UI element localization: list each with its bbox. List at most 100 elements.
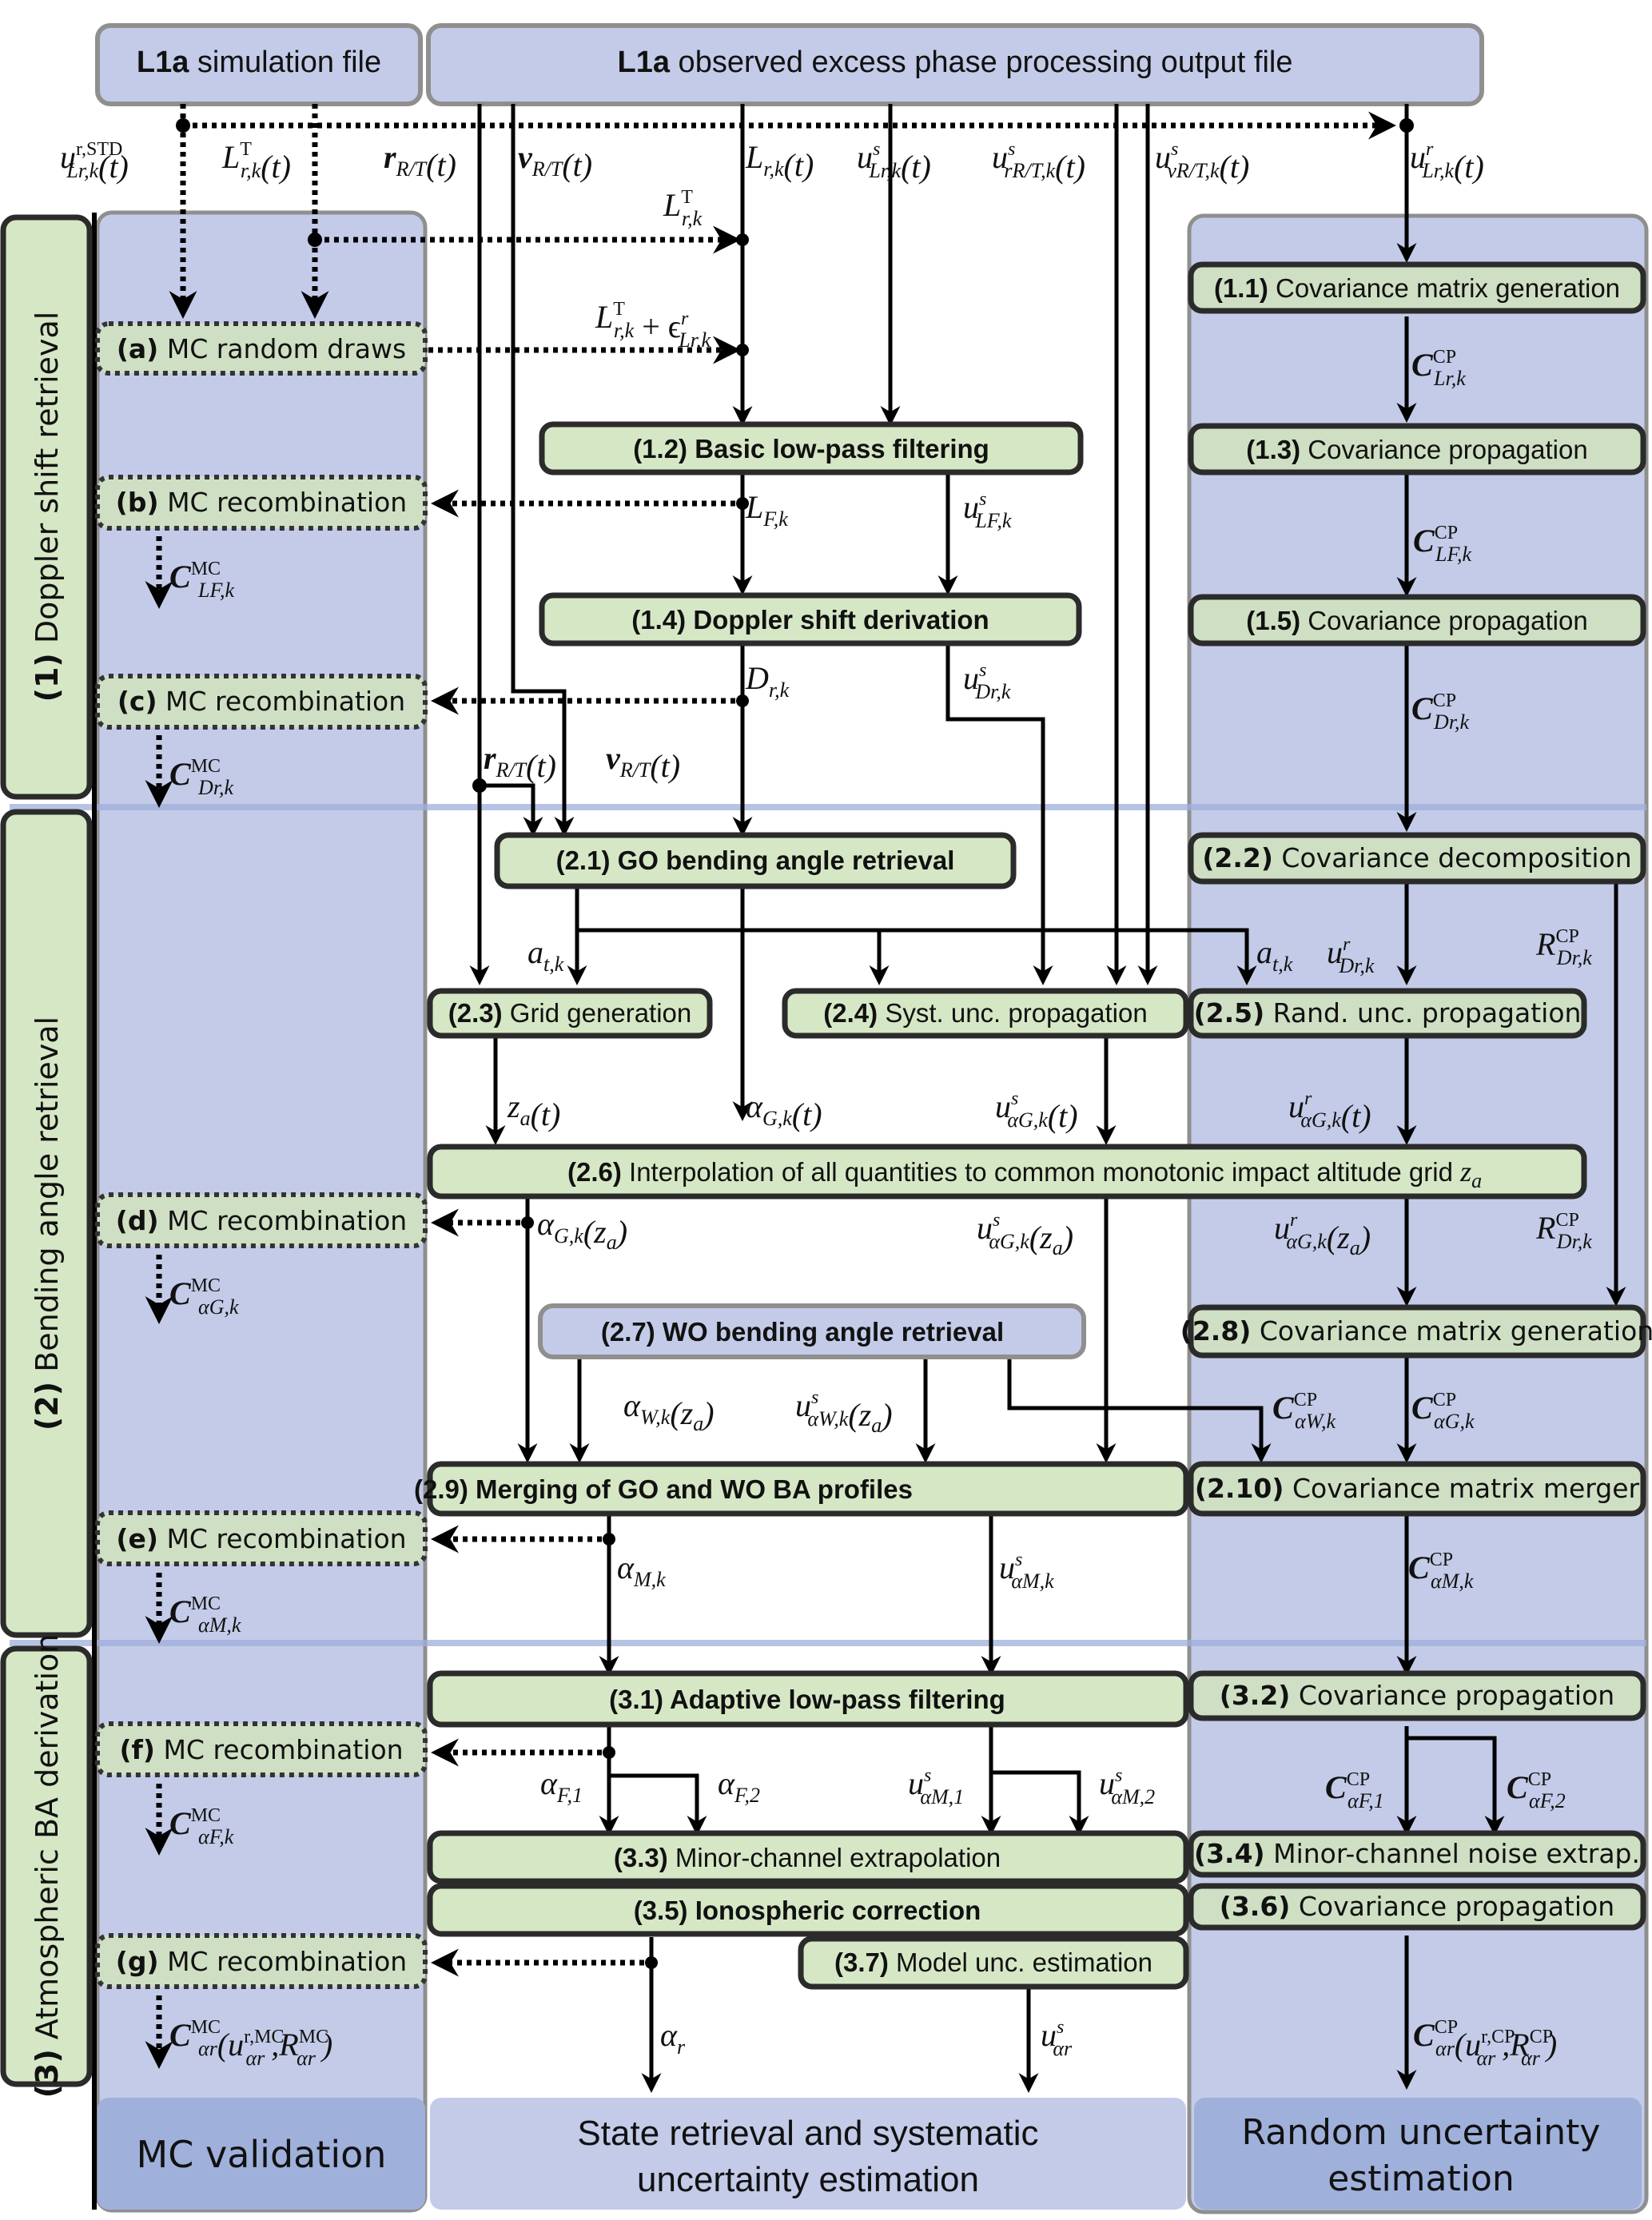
svg-text:(3.7) Model unc. estimation: (3.7) Model unc. estimation (834, 1947, 1152, 1977)
box-1-4-doppler-shift-derivation[interactable]: (1.4) Doppler shift derivation (539, 592, 1082, 647)
wires (145, 104, 1626, 2093)
svg-text:(3.5) Ionospheric correction: (3.5) Ionospheric correction (634, 1896, 981, 1925)
svg-text:(2.5) Rand. unc. propagation: (2.5) Rand. unc. propagation (1194, 997, 1582, 1028)
box-3-7-model-unc-estimation[interactable]: (3.7) Model unc. estimation (798, 1936, 1189, 1990)
svg-text:(1.1) Covariance matrix genera: (1.1) Covariance matrix generation (1214, 273, 1620, 303)
box-2-9-merging-go-wo-ba-profiles[interactable]: (2.9) Merging of GO and WO BA profiles (414, 1461, 1189, 1517)
svg-text:(a) MC random draws: (a) MC random draws (117, 333, 406, 364)
l1a-observed-output-file[interactable]: L1a observed excess phase processing out… (426, 23, 1484, 106)
signal-label-signals-alphag-t: αG,k(t) (746, 1088, 822, 1132)
svg-text:(1.5) Covariance propagation: (1.5) Covariance propagation (1246, 606, 1587, 635)
signal-label-signals-lf-k: LF,k (745, 489, 788, 531)
signal-label-signals-atk-right: at,k (1256, 934, 1293, 976)
signal-label-signals-vrt: vR/T(t) (606, 740, 680, 784)
svg-text:(d) MC recombination: (d) MC recombination (116, 1205, 407, 1236)
svg-text:(2.9) Merging of GO and WO BA: (2.9) Merging of GO and WO BA profiles (414, 1474, 913, 1504)
svg-text:(1) Doppler shift retrieval: (1) Doppler shift retrieval (30, 312, 65, 702)
signal-label-input-signals-4: Lr,k(t) (745, 139, 814, 183)
random-lane-title-line2: estimation (1328, 2158, 1515, 2199)
svg-text:(1.2) Basic low-pass filtering: (1.2) Basic low-pass filtering (633, 434, 989, 463)
svg-text:(2.3) Grid generation: (2.3) Grid generation (448, 998, 692, 1028)
stage-2-bending-angle-retrieval: (2) Bending angle retrieval (0, 809, 93, 1638)
mc-lane-title: MC validation (137, 2133, 387, 2176)
box-1-3-covariance-propagation[interactable]: (1.3) Covariance propagation (1188, 423, 1646, 475)
box-3-1-adaptive-low-pass-filtering[interactable]: (3.1) Adaptive low-pass filtering (427, 1670, 1189, 1728)
svg-text:(3.1) Adaptive low-pass filte: (3.1) Adaptive low-pass filtering (609, 1685, 1005, 1714)
signal-label-signals-za-t: za(t) (507, 1088, 560, 1132)
box-2-1-go-bending-angle-retrieval[interactable]: (2.1) GO bending angle retrieval (494, 832, 1017, 889)
svg-text:(2.6) Interpolation of all qua: (2.6) Interpolation of all quantities to… (567, 1156, 1482, 1192)
box-2-6-interpolation[interactable]: (2.6) Interpolation of all quantities to… (427, 1144, 1587, 1200)
svg-text:(3.2) Covariance propagation: (3.2) Covariance propagation (1220, 1680, 1614, 1711)
svg-text:(b) MC recombination: (b) MC recombination (116, 487, 407, 518)
mc-box-f[interactable]: (f) MC recombination (95, 1721, 428, 1777)
box-2-5-rand-unc-propagation[interactable]: (2.5) Rand. unc. propagation (1188, 988, 1587, 1039)
signal-label-input-signals-2: rR/T(t) (384, 139, 456, 183)
box-1-5-covariance-propagation[interactable]: (1.5) Covariance propagation (1188, 594, 1646, 647)
svg-text:(c) MC recombination: (c) MC recombination (117, 686, 405, 717)
box-2-7-wo-bending-angle-retrieval[interactable]: (2.7) WO bending angle retrieval (538, 1303, 1086, 1359)
l1a-simulation-file[interactable]: L1a simulation file (95, 23, 423, 106)
mc-box-c[interactable]: (c) MC recombination (95, 674, 428, 730)
signal-label-signals-alphaf1: αF,1 (540, 1765, 583, 1807)
box-3-5-ionospheric-correction[interactable]: (3.5) Ionospheric correction (427, 1883, 1189, 1937)
svg-text:(e) MC recombination: (e) MC recombination (116, 1523, 406, 1554)
svg-text:(2.10) Covariance matrix merge: (2.10) Covariance matrix merger (1195, 1473, 1640, 1504)
box-2-4-syst-unc-propagation[interactable]: (2.4) Syst. unc. propagation (782, 988, 1189, 1039)
svg-text:L1a simulation file: L1a simulation file (137, 46, 381, 79)
mc-box-a[interactable]: (a) MC random draws (95, 321, 428, 376)
svg-text:(3.3) Minor-channel extrapolat: (3.3) Minor-channel extrapolation (614, 1843, 1001, 1872)
signal-label-signals-alpha-r: αr (660, 2017, 686, 2059)
state-lane-title-line1: State retrieval and systematic (577, 2114, 1038, 2153)
signal-label-signals-alphaf2: αF,2 (718, 1765, 760, 1807)
signal-label-input-signals-3: vR/T(t) (518, 139, 592, 183)
box-2-8-covariance-matrix-generation[interactable]: (2.8) Covariance matrix generation (1180, 1304, 1652, 1359)
box-2-2-covariance-decomposition[interactable]: (2.2) Covariance decomposition (1188, 832, 1646, 885)
signal-label-signals-atk-left: at,k (527, 934, 564, 976)
box-2-3-grid-generation[interactable]: (2.3) Grid generation (427, 988, 713, 1039)
mc-box-g[interactable]: (g) MC recombination (95, 1933, 428, 1989)
mc-box-d[interactable]: (d) MC recombination (95, 1192, 428, 1248)
box-1-1-covariance-matrix-generation[interactable]: (1.1) Covariance matrix generation (1188, 261, 1646, 314)
svg-text:(2) Bending angle retrieval: (2) Bending angle retrieval (30, 1017, 65, 1430)
box-1-2-basic-low-pass-filtering[interactable]: (1.2) Basic low-pass filtering (539, 421, 1084, 475)
mc-box-e[interactable]: (e) MC recombination (95, 1510, 428, 1566)
box-3-4-minor-channel-noise-extrap[interactable]: (3.4) Minor-channel noise extrap. (1188, 1830, 1646, 1878)
svg-text:(2.4) Syst. unc. propagation: (2.4) Syst. unc. propagation (823, 998, 1147, 1028)
box-3-3-minor-channel-extrapolation[interactable]: (3.3) Minor-channel extrapolation (427, 1830, 1189, 1884)
box-3-6-covariance-propagation[interactable]: (3.6) Covariance propagation (1188, 1883, 1646, 1931)
box-2-10-covariance-matrix-merger[interactable]: (2.10) Covariance matrix merger (1188, 1461, 1646, 1517)
box-3-2-covariance-propagation[interactable]: (3.2) Covariance propagation (1188, 1670, 1646, 1721)
svg-text:(3.6) Covariance propagation: (3.6) Covariance propagation (1220, 1891, 1614, 1922)
svg-text:(3.4) Minor-channel noise extr: (3.4) Minor-channel noise extrap. (1194, 1838, 1640, 1869)
stage-3-atmospheric-ba-derivation: (3) Atmospheric BA derivation (0, 1634, 93, 2098)
state-retrieval-lane-footer: State retrieval and systematic uncertain… (430, 2098, 1186, 2210)
stage-1-doppler-shift-retrieval: (1) Doppler shift retrieval (0, 214, 93, 800)
signal-label-signals-dr-k: Dr,k (745, 660, 790, 702)
svg-text:(2.1) GO bending angle retriev: (2.1) GO bending angle retrieval (556, 845, 955, 875)
mc-box-b[interactable]: (b) MC recombination (95, 475, 428, 531)
